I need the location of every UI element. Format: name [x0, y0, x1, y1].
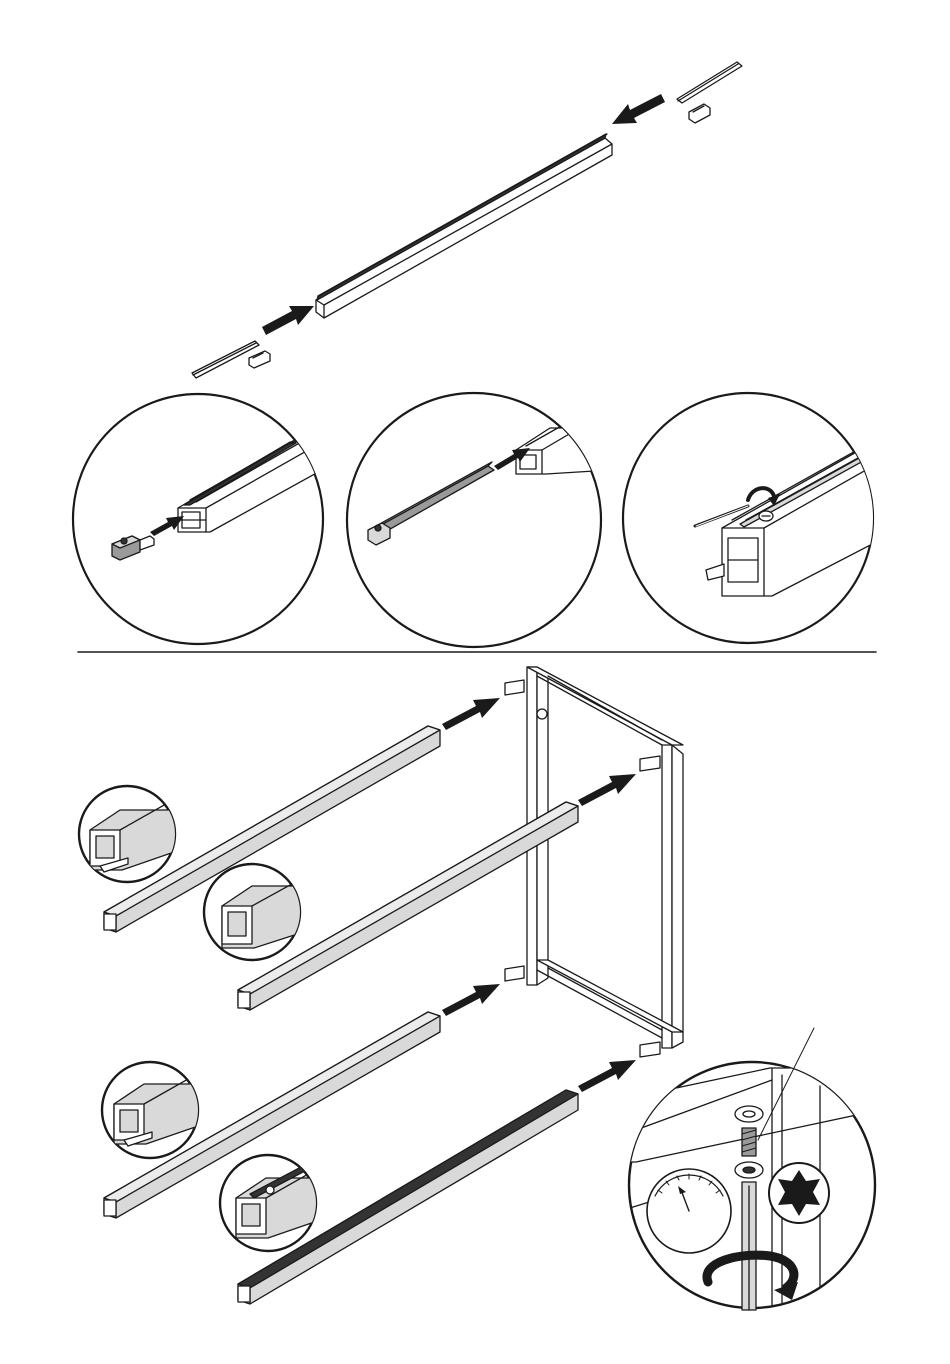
arrow-icon — [612, 94, 665, 124]
arrow-icon — [578, 774, 636, 806]
screw-detail — [620, 1028, 880, 1310]
detail-bar-insert — [347, 393, 610, 647]
profile-4 — [220, 1155, 326, 1251]
arrow-icon — [442, 984, 500, 1016]
right-insert-bar — [677, 62, 742, 103]
profile-1 — [79, 786, 180, 882]
left-clip — [249, 351, 270, 368]
profile-3 — [102, 1062, 204, 1158]
torx-icon — [769, 1163, 829, 1223]
arrow-icon — [262, 306, 314, 335]
right-clip — [689, 104, 710, 123]
arrow-icon — [578, 1060, 636, 1092]
torque-gauge-icon — [647, 1169, 731, 1253]
frame — [505, 667, 683, 1057]
detail-bar-tighten-rotate — [623, 393, 880, 643]
detail-clip-insert — [73, 394, 340, 644]
profile-2 — [204, 864, 310, 960]
arrow-icon — [442, 698, 500, 730]
long-rail — [316, 134, 612, 318]
